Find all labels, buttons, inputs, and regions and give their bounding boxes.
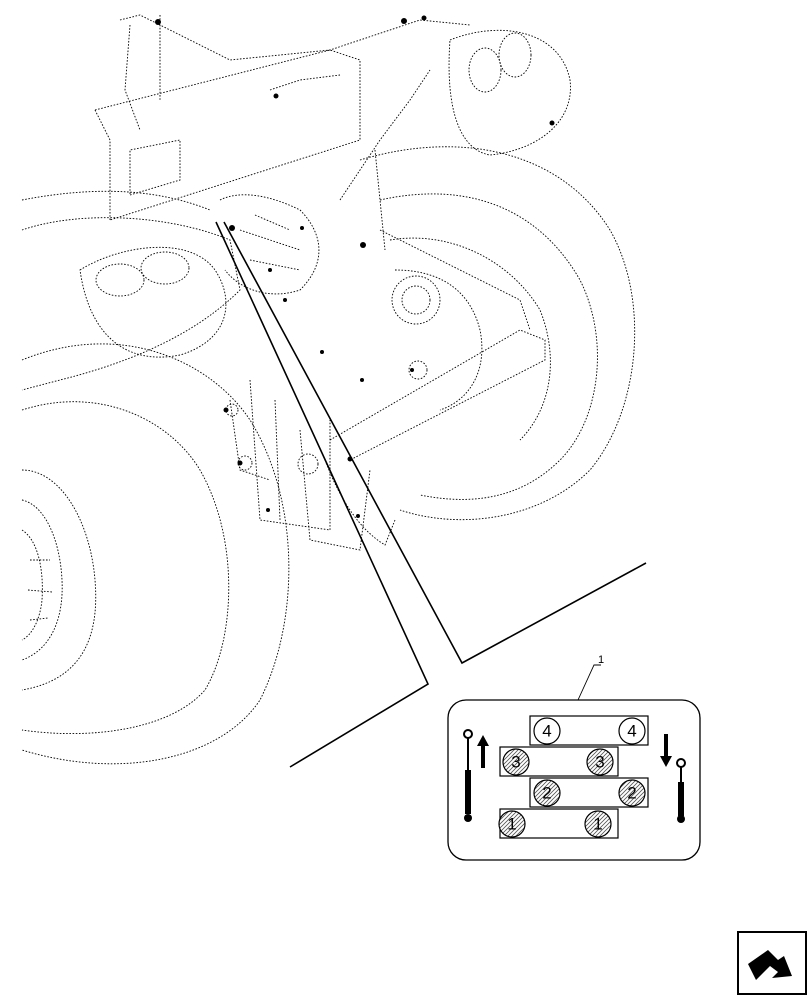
port-row-3: 3 3 bbox=[502, 748, 614, 776]
port-4-left bbox=[533, 717, 561, 745]
port-2-left bbox=[533, 779, 561, 807]
callout-number: 1 bbox=[598, 654, 604, 666]
port-1-right bbox=[584, 810, 612, 838]
row-frame-2 bbox=[529, 777, 649, 808]
port-1-right-label: 1 bbox=[593, 815, 602, 834]
coupler-panel: 4 4 3 3 2 2 1 1 bbox=[447, 699, 701, 861]
port-row-2: 2 2 bbox=[533, 779, 646, 807]
leader-line-outer bbox=[215, 221, 430, 768]
up-arrow-icon bbox=[477, 735, 489, 768]
hydraulic-cylinder-icon bbox=[676, 758, 686, 823]
down-arrow-icon bbox=[660, 734, 672, 767]
port-2-left-label: 2 bbox=[542, 784, 551, 803]
leader-lines bbox=[215, 221, 647, 768]
left-light-housing bbox=[79, 246, 227, 358]
port-3-right-label: 3 bbox=[595, 753, 604, 772]
tractor-illustration bbox=[21, 14, 636, 765]
port-4-left-label: 4 bbox=[542, 722, 551, 741]
port-3-left bbox=[502, 748, 530, 776]
leader-line-inner bbox=[223, 221, 647, 665]
hydraulic-cylinder-icon bbox=[463, 729, 473, 822]
port-2-right bbox=[618, 779, 646, 807]
port-row-4: 4 4 bbox=[533, 717, 646, 745]
tractor-solid-details bbox=[155, 15, 555, 518]
return-arrow-icon[interactable] bbox=[737, 931, 807, 995]
port-3-left-label: 3 bbox=[511, 753, 520, 772]
port-4-right bbox=[618, 717, 646, 745]
port-1-left bbox=[498, 810, 526, 838]
left-rear-tire bbox=[21, 343, 290, 765]
callout-1: 1 bbox=[577, 654, 604, 701]
port-3-right bbox=[586, 748, 614, 776]
port-2-right-label: 2 bbox=[627, 784, 636, 803]
right-light-housing bbox=[448, 29, 571, 156]
right-rear-tire bbox=[359, 146, 636, 521]
port-4-right-label: 4 bbox=[627, 722, 636, 741]
port-row-1: 1 1 bbox=[498, 810, 612, 838]
row-frame-3 bbox=[499, 746, 619, 777]
row-frame-4 bbox=[529, 715, 649, 746]
port-1-left-label: 1 bbox=[507, 815, 516, 834]
